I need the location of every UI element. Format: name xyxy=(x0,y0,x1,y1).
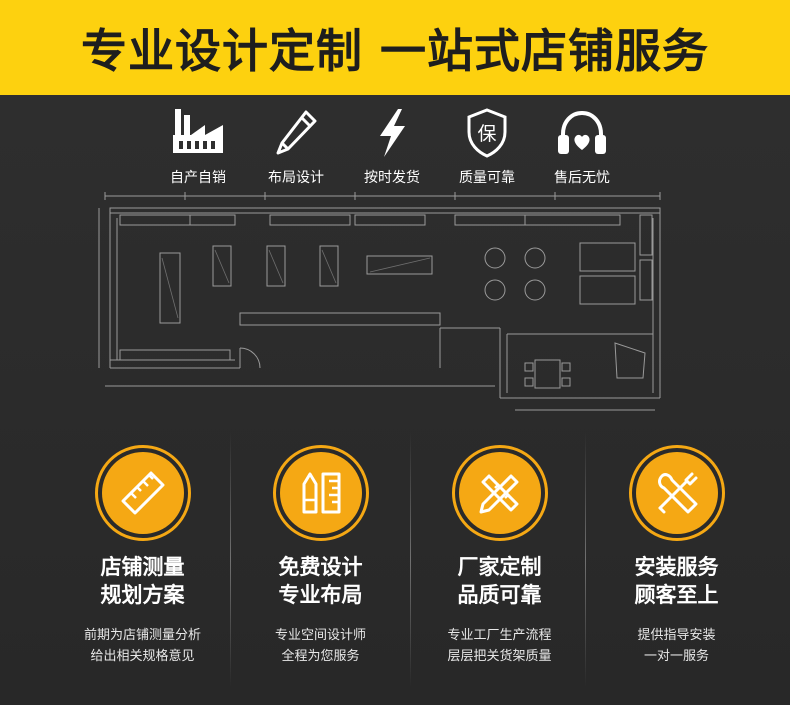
feature-label: 自产自销 xyxy=(170,170,226,186)
service-icon-ring xyxy=(94,445,191,541)
service-item-design: 免费设计 专业布局 专业空间设计师 全程为您服务 xyxy=(228,430,413,690)
service-icon-ring xyxy=(451,445,548,541)
floor-plan-drawing xyxy=(98,192,661,411)
service-icon-ring xyxy=(628,445,725,541)
service-title: 免费设计 xyxy=(278,555,363,579)
feature-label: 按时发货 xyxy=(364,170,420,186)
feature-row: 自产自销 布局设计 按时发货 保 质量可 xyxy=(0,105,790,195)
drafting-icon xyxy=(458,452,541,534)
service-desc: 一对一服务 xyxy=(643,649,709,664)
service-desc: 专业工厂生产流程 xyxy=(447,628,552,643)
service-title: 安装服务 xyxy=(634,555,719,579)
service-desc: 全程为您服务 xyxy=(281,649,360,664)
service-subtitle: 专业布局 xyxy=(278,583,363,607)
service-subtitle: 顾客至上 xyxy=(634,583,719,607)
feature-item-design: 布局设计 xyxy=(246,105,346,195)
feature-item-aftersales: 售后无忧 xyxy=(532,105,632,195)
pencil-ruler-icon xyxy=(279,452,362,534)
tools-icon xyxy=(635,452,718,534)
header-banner: 专业设计定制 一站式店铺服务 xyxy=(0,0,790,95)
feature-label: 质量可靠 xyxy=(459,170,515,186)
factory-icon xyxy=(170,105,226,161)
pencil-icon xyxy=(268,105,324,161)
shield-icon: 保 xyxy=(459,105,515,161)
ruler-icon xyxy=(101,452,184,534)
feature-item-delivery: 按时发货 xyxy=(342,105,442,195)
feature-item-quality: 保 质量可靠 xyxy=(437,105,537,195)
feature-item-factory: 自产自销 xyxy=(148,105,248,195)
service-item-custom: 厂家定制 品质可靠 专业工厂生产流程 层层把关货架质量 xyxy=(407,430,592,690)
service-desc: 前期为店铺测量分析 xyxy=(83,628,201,643)
service-row: 店铺测量 规划方案 前期为店铺测量分析 给出相关规格意见 xyxy=(0,430,790,705)
service-subtitle: 品质可靠 xyxy=(457,583,542,607)
content-background xyxy=(0,95,790,705)
banner-title: 专业设计定制 一站式店铺服务 xyxy=(80,23,709,78)
headphones-heart-icon xyxy=(554,105,610,161)
service-desc: 专业空间设计师 xyxy=(274,628,366,643)
divider xyxy=(410,432,411,687)
service-icon-ring xyxy=(272,445,369,541)
service-desc: 提供指导安装 xyxy=(637,628,716,643)
service-item-install: 安装服务 顾客至上 提供指导安装 一对一服务 xyxy=(584,430,769,690)
service-desc: 给出相关规格意见 xyxy=(90,649,195,664)
service-desc: 层层把关货架质量 xyxy=(447,649,552,664)
feature-label: 售后无忧 xyxy=(554,170,610,186)
lightning-icon xyxy=(364,105,420,161)
shield-badge-text: 保 xyxy=(477,122,497,145)
feature-label: 布局设计 xyxy=(268,170,324,186)
divider xyxy=(585,432,586,687)
divider xyxy=(230,432,231,687)
service-item-measure: 店铺测量 规划方案 前期为店铺测量分析 给出相关规格意见 xyxy=(50,430,235,690)
service-title: 店铺测量 xyxy=(100,555,185,579)
service-title: 厂家定制 xyxy=(457,555,542,579)
service-subtitle: 规划方案 xyxy=(100,583,185,607)
